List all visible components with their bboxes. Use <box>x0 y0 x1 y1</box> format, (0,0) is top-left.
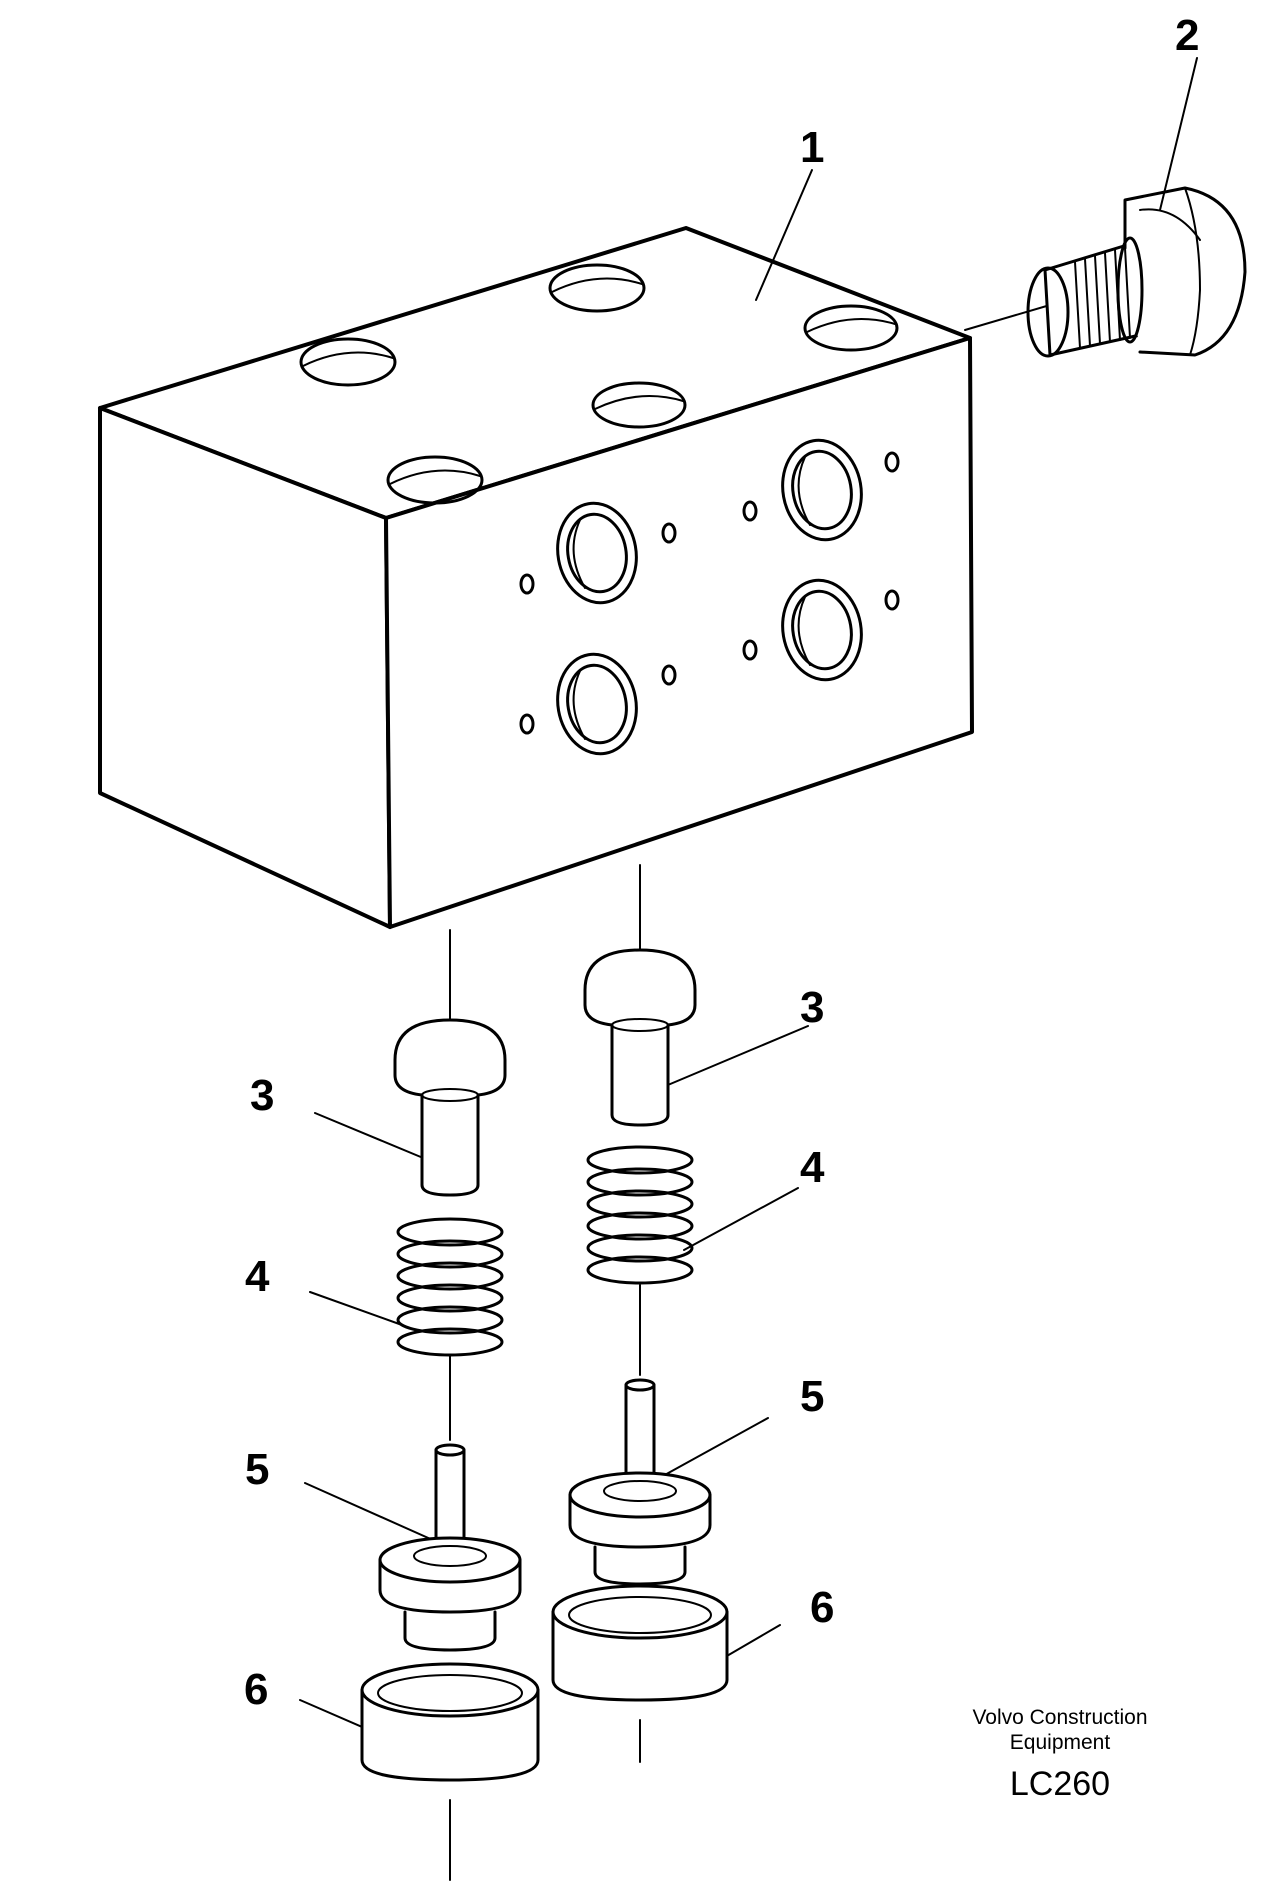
left-assembly <box>360 929 540 1881</box>
callout-3-right: 3 <box>800 983 825 1032</box>
plug <box>964 186 1247 358</box>
callout-4-right: 4 <box>800 1143 825 1192</box>
callout-2: 2 <box>1175 11 1200 60</box>
callout-6-left: 6 <box>244 1665 269 1714</box>
figure-code: LC260 <box>1009 1765 1111 1803</box>
callout-4-left: 4 <box>245 1252 270 1301</box>
manufacturer-line-2: Equipment <box>1009 1731 1111 1754</box>
callout-5-right: 5 <box>800 1372 825 1421</box>
callout-3-left: 3 <box>250 1071 275 1120</box>
callout-1: 1 <box>800 123 825 172</box>
leader-lines <box>299 57 1198 1741</box>
manufacturer-line-1: Volvo Construction <box>972 1706 1148 1729</box>
right-assembly <box>551 864 729 1763</box>
callout-6-right: 6 <box>810 1583 835 1632</box>
callout-5-left: 5 <box>245 1445 270 1494</box>
valve-block <box>98 226 974 929</box>
